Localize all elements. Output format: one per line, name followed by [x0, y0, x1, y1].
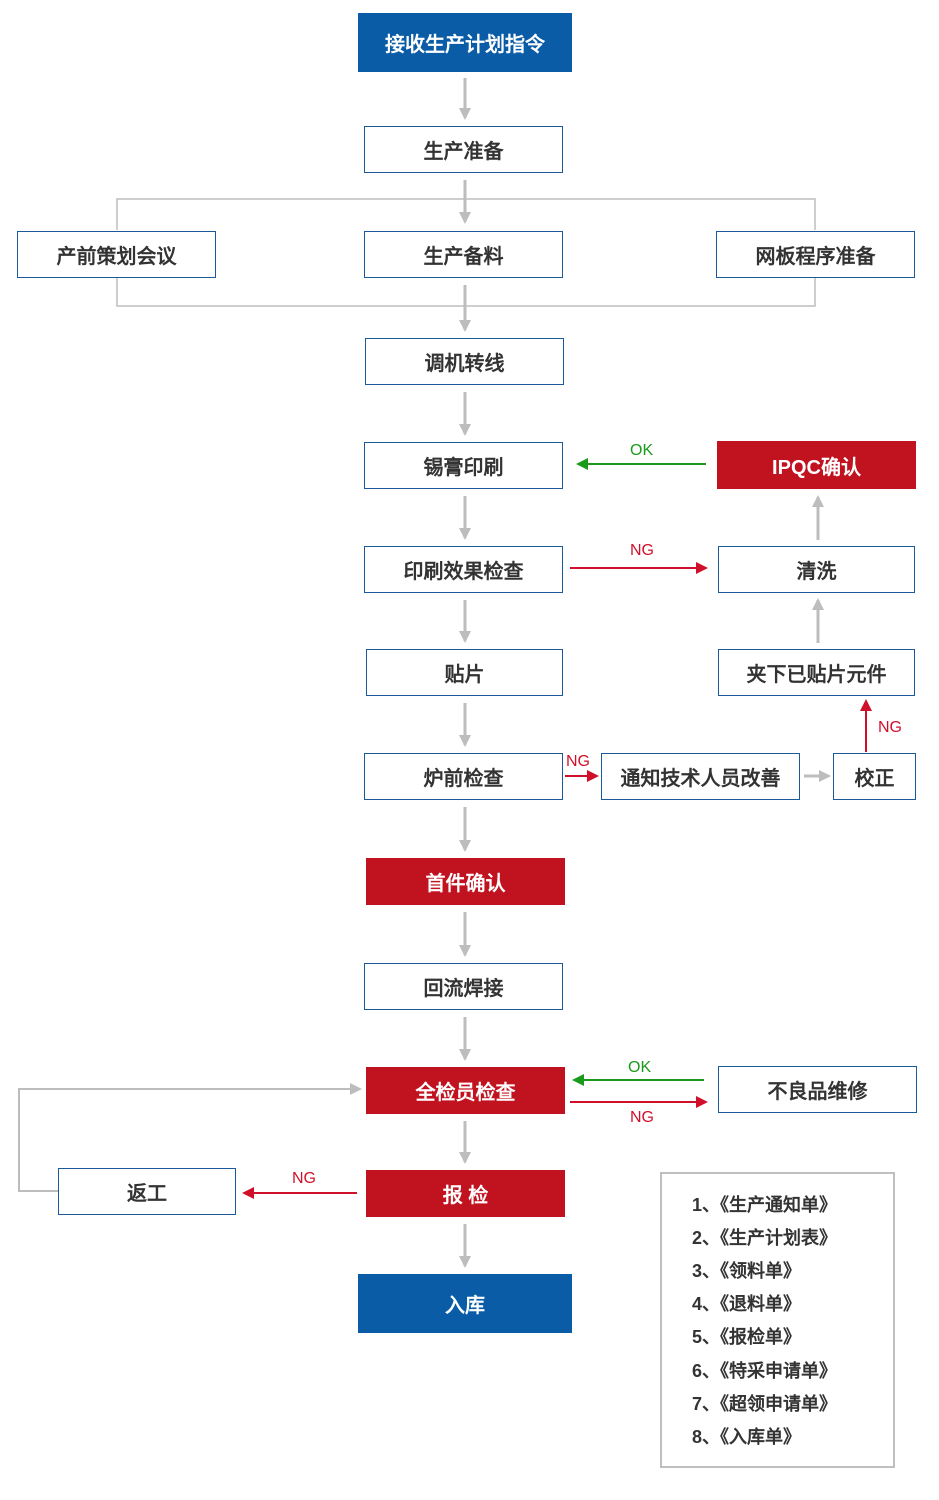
node-placement: 贴片 — [366, 649, 563, 696]
document-item: 8、《入库单》 — [692, 1427, 802, 1447]
document-item: 1、《生产通知单》 — [692, 1195, 838, 1215]
node-report-inspection: 报 检 — [366, 1170, 565, 1217]
document-item: 2、《生产计划表》 — [692, 1228, 838, 1248]
document-item: 7、《超领申请单》 — [692, 1394, 838, 1414]
document-item: 4、《退料单》 — [692, 1294, 802, 1314]
node-remove-parts: 夹下已贴片元件 — [718, 649, 915, 696]
node-preprod-meeting: 产前策划会议 — [17, 231, 216, 278]
node-defect-repair: 不良品维修 — [718, 1066, 917, 1113]
arrow-rework-loop — [18, 1083, 362, 1192]
bracket-bottom — [116, 278, 816, 307]
node-receive-plan: 接收生产计划指令 — [358, 13, 572, 72]
label-ng-full-inspection: NG — [630, 1109, 654, 1126]
node-notify-tech: 通知技术人员改善 — [601, 753, 800, 800]
node-solder-paste-print: 锡膏印刷 — [364, 442, 563, 489]
node-first-article: 首件确认 — [366, 858, 565, 905]
document-item: 5、《报检单》 — [692, 1327, 802, 1347]
node-print-inspection: 印刷效果检查 — [364, 546, 563, 593]
label-ok-repair: OK — [628, 1059, 652, 1076]
node-correction: 校正 — [833, 753, 916, 800]
label-ng-pre-oven: NG — [566, 753, 590, 770]
node-ipqc-confirm: IPQC确认 — [717, 441, 916, 489]
document-item: 3、《领料单》 — [692, 1261, 802, 1281]
node-reflow: 回流焊接 — [364, 963, 563, 1010]
node-pre-oven-check: 炉前检查 — [364, 753, 563, 800]
node-material-prep: 生产备料 — [364, 231, 563, 278]
document-item: 6、《特采申请单》 — [692, 1361, 838, 1381]
node-production-prep: 生产准备 — [364, 126, 563, 173]
node-rework: 返工 — [58, 1168, 236, 1215]
node-full-inspection: 全检员检查 — [366, 1067, 565, 1114]
documents-list: 1、《生产通知单》 2、《生产计划表》 3、《领料单》 4、《退料单》 5、《报… — [660, 1172, 895, 1468]
node-warehouse: 入库 — [358, 1274, 572, 1333]
label-ng-report: NG — [292, 1170, 316, 1187]
label-ng-correction: NG — [878, 719, 902, 736]
label-ng-print: NG — [630, 542, 654, 559]
label-ok-ipqc: OK — [630, 442, 654, 459]
node-cleaning: 清洗 — [718, 546, 915, 593]
node-machine-setup: 调机转线 — [365, 338, 564, 385]
bracket-top — [116, 198, 816, 230]
node-stencil-program: 网板程序准备 — [716, 231, 915, 278]
